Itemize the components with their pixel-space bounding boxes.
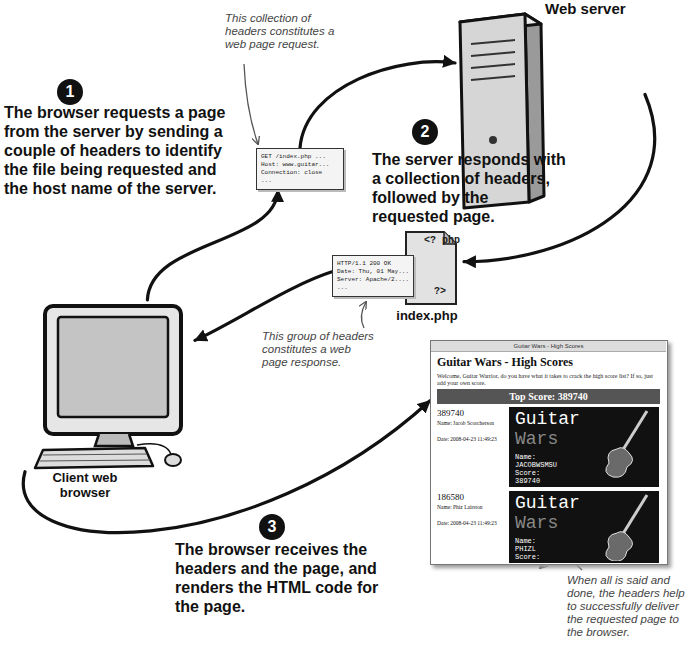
node-text: Connection: close bbox=[261, 169, 339, 177]
node-text: Name: bbox=[515, 537, 536, 545]
response-headers: HTTP/1.1 200 OKDate: Thu, 01 May...Serve… bbox=[332, 255, 414, 297]
step-text: The browser requests a page from the ser… bbox=[4, 103, 244, 198]
node-text: Welcome, Guitar Warrior, do you have wha… bbox=[437, 373, 660, 387]
node-text: Guitar Wars - High Scores bbox=[431, 341, 666, 352]
node-text: Web server bbox=[545, 0, 626, 18]
node-text: Date: Thu, 01 May... bbox=[337, 268, 409, 276]
note-text: When all is said and done, the headers h… bbox=[567, 574, 692, 639]
node-text: PHIZL bbox=[515, 545, 536, 553]
node-text: Client web browser bbox=[33, 470, 137, 500]
callout-number: 2 bbox=[412, 119, 438, 145]
flow-arrow bbox=[300, 62, 455, 148]
web-page: Guitar Wars - High ScoresGuitar Wars - H… bbox=[430, 340, 668, 565]
node-text: ... bbox=[261, 177, 339, 185]
node-text: ?> bbox=[434, 286, 446, 298]
score-image: GuitarWarsName:JACOBWSMSUScore:389740 bbox=[509, 407, 659, 487]
callout-number: 3 bbox=[259, 514, 285, 540]
callout-number: 1 bbox=[57, 79, 83, 105]
node-text: Date: 2008-04-23 11:49:23 bbox=[437, 436, 505, 443]
leader-line bbox=[361, 302, 366, 328]
node-text: Top Score: 389740 bbox=[437, 389, 660, 404]
node-text: ... bbox=[337, 284, 409, 292]
node-text: Guitar bbox=[515, 409, 580, 429]
request-headers: GET /index.php ...Host: www.guitar...Con… bbox=[256, 148, 344, 190]
step-text: The server responds with a collection of… bbox=[372, 150, 567, 226]
node-text: Wars bbox=[515, 429, 558, 449]
node-text: Name: bbox=[515, 453, 536, 461]
node-text: 389740 bbox=[437, 408, 505, 418]
node-text: Score: bbox=[515, 469, 540, 477]
leader-line bbox=[244, 64, 258, 144]
node-text: index.php bbox=[394, 308, 460, 323]
node-text: HTTP/1.1 200 OK bbox=[337, 260, 409, 268]
step-text: The browser receives the headers and the… bbox=[175, 540, 405, 616]
node-text: JACOBWSMSU bbox=[515, 461, 557, 469]
node-text: Server: Apache/2.... bbox=[337, 276, 409, 284]
score-image: GuitarWarsName:PHIZLScore: bbox=[509, 491, 659, 563]
node-text: Guitar bbox=[515, 493, 580, 513]
node-text: Name: Phiz Lairston bbox=[437, 504, 505, 511]
flow-arrow bbox=[147, 190, 278, 300]
node-text: Host: www.guitar... bbox=[261, 161, 339, 169]
node-text: Name: Jacob Scorcherson bbox=[437, 420, 505, 427]
client-browser: Client web browser bbox=[25, 300, 195, 502]
node-text: Guitar Wars - High Scores bbox=[437, 355, 573, 369]
node-text: Score: bbox=[515, 553, 540, 561]
node-text: <? php bbox=[424, 235, 460, 247]
node-text: 186580 bbox=[437, 492, 505, 502]
note-text: This group of headers constitutes a web … bbox=[262, 330, 374, 369]
note-text: This collection of headers constitutes a… bbox=[225, 12, 343, 51]
node-text: Date: 2008-04-23 11:49:23 bbox=[437, 520, 505, 527]
node-text: GET /index.php ... bbox=[261, 153, 339, 161]
node-text: 389740 bbox=[515, 477, 540, 485]
node-text: Wars bbox=[515, 513, 558, 533]
